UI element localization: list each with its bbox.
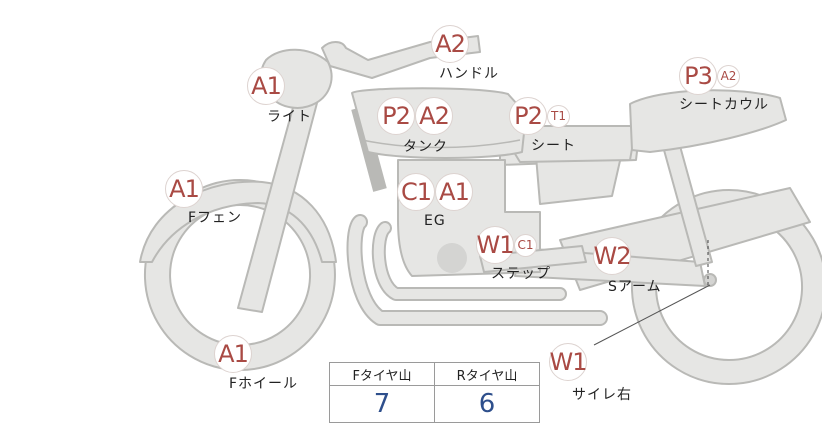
marker-handle: A2 (431, 22, 469, 66)
label-seat-cowl: シートカウル (679, 97, 769, 113)
badge-engine-1: C1 (397, 173, 435, 211)
footpeg (479, 245, 587, 273)
marker-front-fender: A1 (165, 167, 203, 211)
marker-engine: C1 A1 (397, 170, 473, 214)
rear-hub (703, 273, 717, 287)
badge-silencer-right-1: W1 (549, 343, 588, 381)
exhaust-pipe-2-inner (373, 223, 565, 299)
badge-handle-1: A2 (431, 25, 469, 63)
badge-engine-2: A1 (435, 173, 473, 211)
label-handle: ハンドル (439, 66, 499, 82)
engine-cover (437, 243, 467, 273)
label-seat: シート (531, 138, 576, 154)
marker-swing-arm: W2 (593, 234, 632, 278)
label-front-fender: Fフェン (188, 210, 243, 226)
marker-seat-cowl: P3 A2 (679, 54, 740, 98)
silencer-leader-line (593, 284, 711, 346)
tire-tread-header-row: Fタイヤ山 Rタイヤ山 (329, 362, 540, 386)
badge-front-wheel-1: A1 (214, 335, 252, 373)
marker-step: W1 C1 (476, 223, 537, 267)
front-tire-tread-header: Fタイヤ山 (329, 362, 435, 386)
badge-swing-arm-1: W2 (593, 237, 632, 275)
badge-seat-2: T1 (547, 104, 570, 128)
label-front-wheel: Fホイール (229, 376, 299, 392)
badge-light-1: A1 (247, 67, 285, 105)
tire-tread-value-row: 7 6 (329, 385, 540, 423)
label-tank: タンク (403, 139, 448, 155)
label-light: ライト (267, 109, 312, 125)
badge-seat-cowl-2: A2 (717, 64, 740, 88)
rear-tire-tread-value: 6 (434, 385, 540, 423)
label-step: ステップ (491, 266, 551, 282)
badge-step-2: C1 (514, 233, 537, 257)
label-engine: EG (424, 213, 446, 229)
label-silencer-right: サイレ右 (572, 387, 632, 403)
badge-front-fender-1: A1 (165, 170, 203, 208)
badge-tank-2: A2 (415, 97, 453, 135)
marker-seat: P2 T1 (509, 94, 570, 138)
badge-step-1: W1 (476, 226, 515, 264)
marker-silencer-right: W1 (549, 340, 588, 384)
badge-tank-1: P2 (377, 97, 415, 135)
marker-tank: P2 A2 (377, 94, 453, 138)
exhaust-pipe-inner (348, 216, 606, 324)
badge-seat-1: P2 (509, 97, 547, 135)
rear-tire-tread-header: Rタイヤ山 (434, 362, 540, 386)
front-tire-tread-value: 7 (329, 385, 435, 423)
marker-front-wheel: A1 (214, 332, 252, 376)
label-swing-arm: Sアーム (608, 279, 662, 295)
badge-seat-cowl-1: P3 (679, 57, 717, 95)
tire-tread-table: Fタイヤ山 Rタイヤ山 7 6 (329, 362, 540, 423)
marker-light: A1 (247, 64, 285, 108)
seat-cowl (629, 89, 787, 153)
